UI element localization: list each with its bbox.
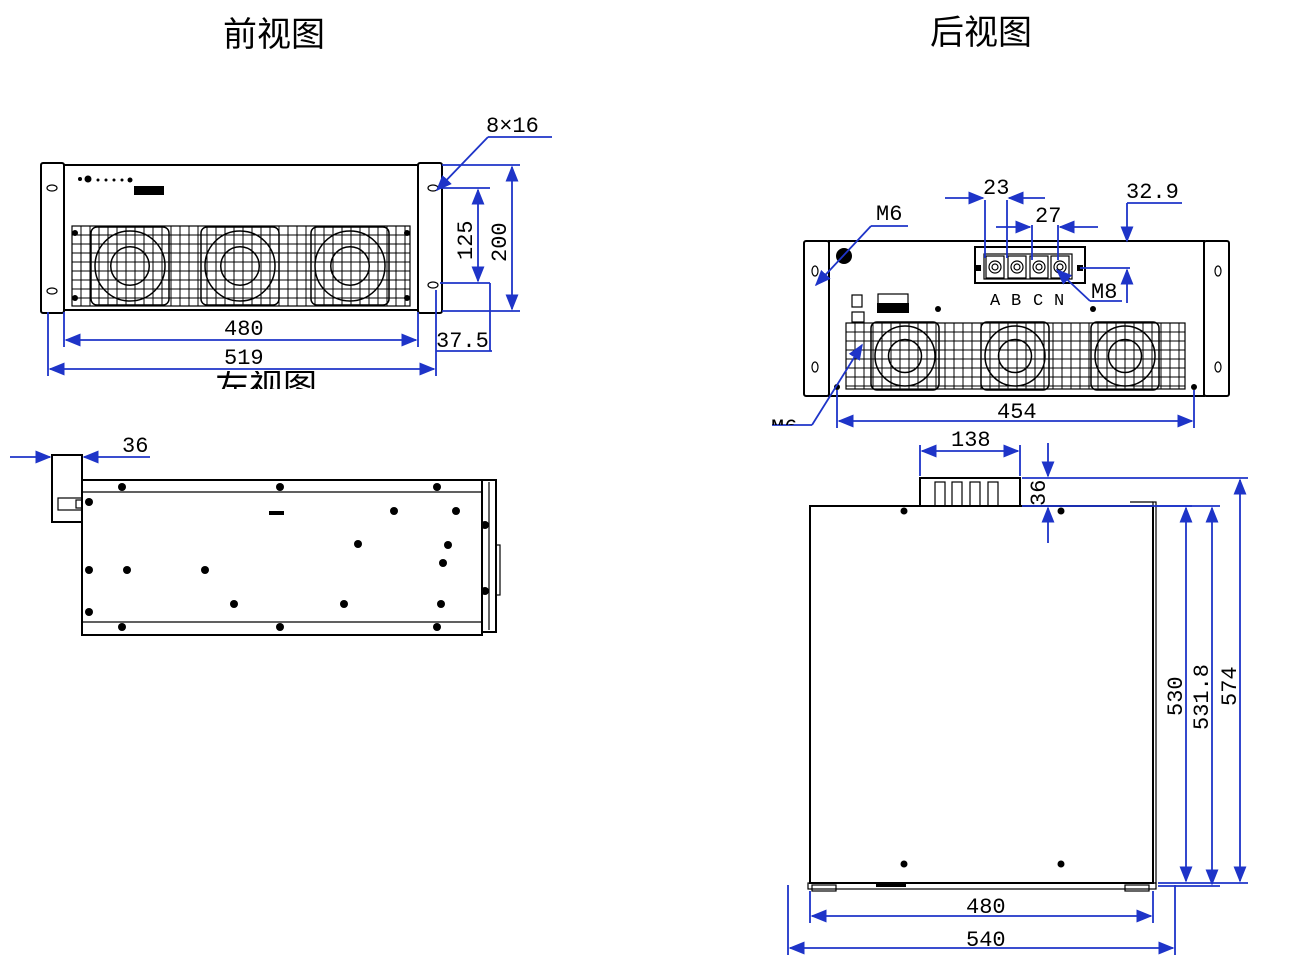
- terminal-block-depth-label: 36: [1027, 480, 1052, 506]
- bolt: [481, 521, 489, 529]
- terminal-pitch-label: 23: [983, 176, 1009, 201]
- terminal-label-c: C: [1033, 292, 1043, 311]
- fan-1: [94, 230, 166, 302]
- screw-top-label: M6: [876, 202, 902, 227]
- bolt: [276, 483, 284, 491]
- bolt: [118, 483, 126, 491]
- bolt: [201, 566, 209, 574]
- screw-bottom-label: M6: [771, 416, 797, 441]
- height-label: 200: [488, 222, 513, 262]
- side-dimensions: 36: [10, 434, 150, 464]
- mount-width-label: 454: [997, 400, 1037, 425]
- fan-1: [874, 325, 936, 387]
- side-view: [51, 454, 501, 636]
- offset-label: 37.5: [436, 329, 489, 354]
- hole-pitch-label: 125: [454, 220, 479, 260]
- rear-dimensions: 23 27 32.9 M6 M8 M6 454: [771, 176, 1195, 441]
- inner-width-label: 480: [224, 317, 264, 342]
- top-view: [807, 477, 1157, 892]
- front-view: [40, 162, 443, 314]
- bolt: [276, 623, 284, 631]
- bolt: [230, 600, 238, 608]
- bolt: [390, 507, 398, 515]
- bolt: [85, 566, 93, 574]
- body-depth-total-label: 531.8: [1190, 664, 1215, 730]
- side-view-title: 左视图: [215, 367, 317, 407]
- rear-view: A B C N: [803, 240, 1230, 397]
- top-dimensions: 138 36 530 531.8 574 480 540: [787, 428, 1248, 955]
- bolt: [340, 600, 348, 608]
- bolt: [437, 600, 445, 608]
- bolt: [452, 507, 460, 515]
- fan-3: [314, 230, 386, 302]
- terminal-label-b: B: [1011, 292, 1021, 311]
- terminal-label-a: A: [990, 292, 1001, 311]
- terminal-label-n: N: [1054, 292, 1064, 311]
- terminal-offset-label: 32.9: [1126, 180, 1179, 205]
- bolt: [433, 483, 441, 491]
- slot-label: 8×16: [486, 114, 539, 139]
- body-depth-label: 530: [1164, 676, 1189, 716]
- bolt: [481, 587, 489, 595]
- rear-view-title: 后视图: [930, 13, 1032, 53]
- top-outer-width-label: 540: [966, 928, 1006, 953]
- bolt: [123, 566, 131, 574]
- bolt: [85, 608, 93, 616]
- outer-width-label: 519: [224, 346, 264, 371]
- front-view-title: 前视图: [223, 15, 325, 55]
- terminal-pitch-2-label: 27: [1035, 204, 1061, 229]
- overall-depth-label: 574: [1218, 666, 1243, 706]
- bolt: [439, 559, 447, 567]
- bolt: [444, 541, 452, 549]
- bolt: [118, 623, 126, 631]
- bolt: [354, 540, 362, 548]
- fan-2: [204, 230, 276, 302]
- front-dimensions: 8×16 125 200 480 519 37.5: [47, 114, 552, 376]
- fan-3: [1094, 325, 1156, 387]
- handle-depth-label: 36: [122, 434, 148, 459]
- terminal-block-width-label: 138: [951, 428, 991, 453]
- side-view-title-clip: 左视图: [215, 367, 317, 407]
- top-inner-width-label: 480: [966, 895, 1006, 920]
- bolt: [85, 498, 93, 506]
- bolt: [433, 623, 441, 631]
- terminal-screw-label: M8: [1091, 280, 1117, 305]
- fan-2: [984, 325, 1046, 387]
